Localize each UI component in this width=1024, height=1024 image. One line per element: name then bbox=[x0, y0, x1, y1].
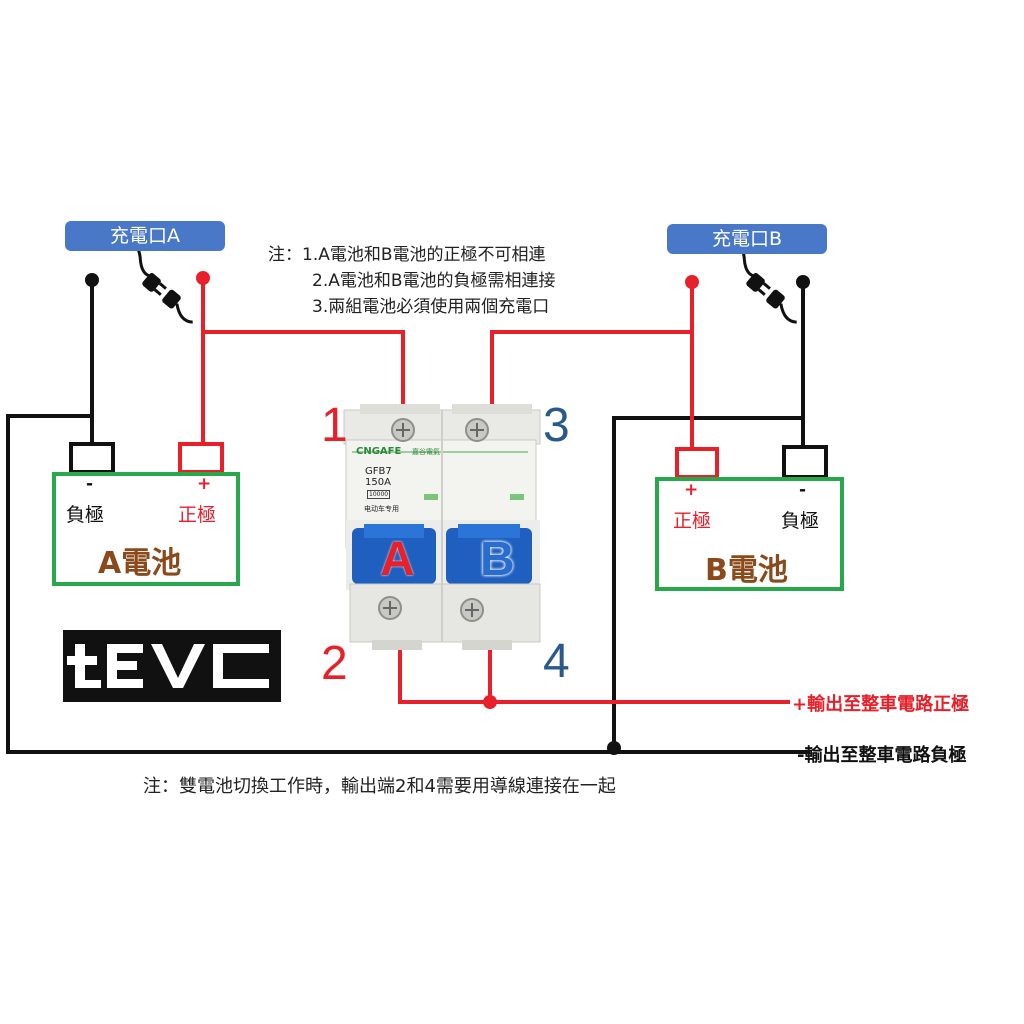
note-line-2: 2.A電池和B電池的負極需相連接 bbox=[312, 271, 556, 291]
charging-port-a-button[interactable]: 充電口A bbox=[65, 221, 225, 251]
terminal-number-1: 1 bbox=[321, 399, 348, 452]
port-a-neg-dot bbox=[85, 273, 99, 287]
breaker-pole-a-label[interactable]: A bbox=[380, 533, 415, 586]
breaker-brand: CNGAFE bbox=[356, 446, 402, 457]
breaker-usage: 电动车专用 bbox=[364, 505, 399, 513]
breaker-pole-b-label[interactable]: B bbox=[480, 533, 515, 586]
port-b-pos-dot bbox=[685, 275, 699, 289]
terminal-number-4: 4 bbox=[543, 635, 570, 688]
port-b-neg-dot bbox=[796, 275, 810, 289]
battery-a-title: A電池 bbox=[98, 546, 182, 581]
battery-b-negative-terminal bbox=[782, 445, 828, 479]
battery-a-pos-label: 正極 bbox=[178, 504, 217, 526]
battery-a-neg-label: 負極 bbox=[66, 504, 105, 526]
tevc-logo-mark bbox=[67, 644, 269, 688]
circuit-breaker bbox=[343, 404, 541, 650]
battery-a-neg-sign: - bbox=[86, 474, 94, 494]
wire-neg-link-b bbox=[612, 416, 803, 752]
output-positive-label: +輸出至整車電路正極 bbox=[792, 694, 970, 715]
battery-b bbox=[655, 477, 844, 591]
note-line-1: 注：1.A電池和B電池的正極不可相連 bbox=[268, 245, 546, 265]
wire-neg-loop-a bbox=[6, 414, 810, 754]
terminal-number-3: 3 bbox=[543, 399, 570, 452]
junction-negative bbox=[607, 741, 621, 755]
tevc-logo bbox=[63, 630, 281, 702]
bottom-note: 注：雙電池切換工作時，輸出端2和4需要用導線連接在一起 bbox=[143, 776, 616, 797]
battery-a bbox=[52, 472, 240, 586]
port-a-pos-dot bbox=[196, 271, 210, 285]
battery-b-neg-label: 負極 bbox=[781, 510, 820, 532]
terminal-number-2: 2 bbox=[321, 637, 348, 690]
battery-b-pos-label: 正極 bbox=[673, 510, 712, 532]
battery-a-pos-sign: + bbox=[197, 474, 212, 494]
battery-b-title: B電池 bbox=[705, 553, 788, 588]
note-line-3: 3.兩組電池必須使用兩個充電口 bbox=[312, 297, 550, 317]
breaker-code: 10000 bbox=[367, 490, 391, 499]
charging-port-b-button[interactable]: 充電口B bbox=[667, 224, 827, 254]
battery-a-negative-terminal bbox=[69, 442, 115, 474]
breaker-rating: 150A bbox=[365, 477, 391, 488]
breaker-brand-sub: 嘉谷電氣 bbox=[412, 448, 440, 456]
junction-positive bbox=[483, 695, 497, 709]
wire-output-2-4 bbox=[398, 640, 790, 704]
battery-b-pos-sign: + bbox=[684, 480, 699, 500]
battery-b-neg-sign: - bbox=[799, 480, 807, 500]
breaker-model: GFB7 bbox=[365, 466, 392, 477]
battery-b-positive-terminal bbox=[675, 447, 719, 479]
battery-a-positive-terminal bbox=[178, 442, 224, 474]
output-negative-label: -輸出至整車電路負極 bbox=[797, 745, 967, 766]
negative-wires bbox=[6, 282, 810, 754]
positive-wires bbox=[201, 280, 790, 704]
